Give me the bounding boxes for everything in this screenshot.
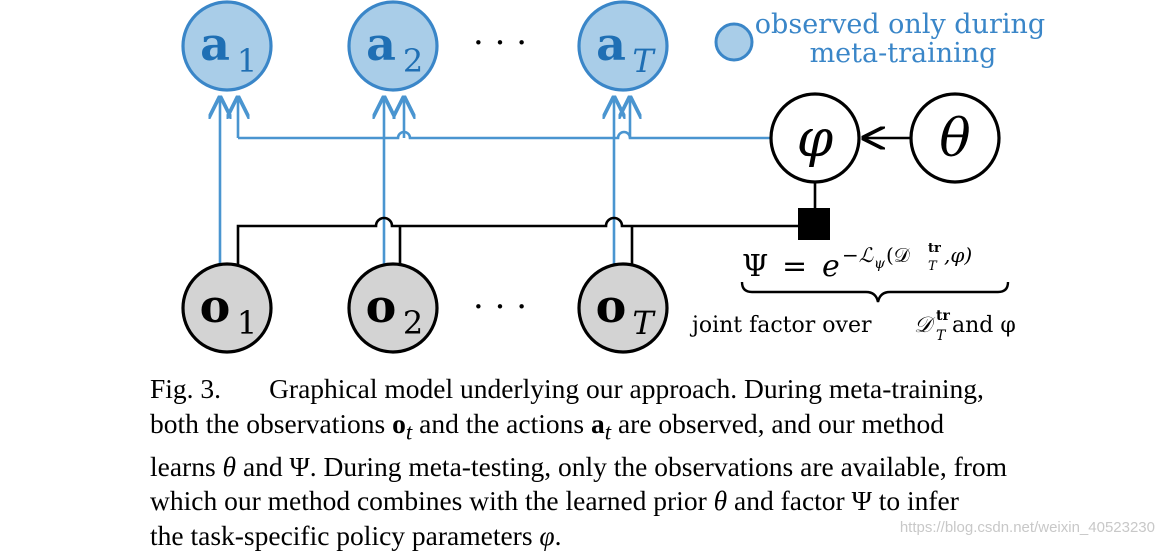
factor-eq-exponent: −ℒ	[842, 243, 874, 267]
node-a2: a 2	[349, 2, 437, 90]
factor-bus	[238, 182, 815, 264]
caption-line1-text: Graphical model underlying our approach.…	[269, 373, 984, 404]
legend-line1: observed only during	[755, 9, 1045, 40]
node-theta: θ	[911, 94, 999, 182]
factor-node	[798, 208, 830, 240]
legend-observed-swatch	[716, 24, 752, 60]
caption-line5-a: the task-specific policy parameters	[150, 520, 539, 551]
factor-eq-equals: =	[782, 249, 807, 284]
factor-note-suffix: and φ	[952, 313, 1016, 338]
node-o2: o 2	[349, 264, 437, 352]
node-aT-sub: T	[632, 42, 656, 80]
caption-line2-a: both the observations	[150, 408, 392, 439]
observation-ellipsis: · · ·	[473, 287, 527, 327]
caption-phi: φ	[539, 520, 554, 551]
graphical-model-diagram: a 1 a 2 a T · · · observed only during m…	[0, 0, 1163, 370]
caption-line3-a: learns	[150, 451, 223, 482]
node-o2-symbol: o	[366, 279, 397, 333]
node-oT: o T	[579, 264, 667, 352]
factor-note-d: 𝒟	[914, 313, 936, 338]
legend-line2: meta-training	[810, 38, 997, 69]
caption-theta-1: θ	[223, 451, 237, 482]
underbrace	[742, 282, 1008, 302]
factor-eq-lhs: Ψ	[742, 249, 768, 284]
phi-to-action-edges	[238, 98, 772, 138]
node-aT-symbol: a	[596, 17, 626, 71]
factor-eq-sub2: T	[928, 259, 938, 274]
caption-line-2: both the observations ot and the actions…	[150, 407, 1122, 450]
factor-eq-base: e	[822, 249, 840, 284]
node-o1: o 1	[183, 264, 271, 352]
caption-line5-b: .	[555, 520, 562, 551]
observation-nodes: o 1 o 2 o T · · ·	[183, 264, 667, 352]
watermark-url: https://blog.csdn.net/weixin_40523230	[900, 519, 1155, 536]
caption-o-symbol: o	[392, 408, 406, 439]
node-aT: a T	[579, 2, 667, 90]
node-a2-symbol: a	[366, 17, 396, 71]
caption-line-3: learns θ and Ψ. During meta-testing, onl…	[150, 450, 1122, 485]
caption-line3-b: and Ψ. During meta-testing, only the obs…	[236, 451, 1007, 482]
node-a1-sub: 1	[237, 42, 257, 80]
factor-bus-line	[238, 218, 806, 264]
node-a1: a 1	[183, 2, 271, 90]
obs-to-action-edges	[220, 98, 614, 264]
node-o1-symbol: o	[200, 279, 231, 333]
legend: observed only during meta-training	[716, 9, 1045, 69]
caption-line4-a: which our method combines with the learn…	[150, 485, 714, 516]
factor-eq-args: (𝒟	[886, 243, 910, 267]
caption-theta-2: θ	[714, 485, 728, 516]
factor-note-sup: tr	[936, 308, 950, 324]
factor-note: joint factor over 𝒟 tr T and φ	[689, 308, 1016, 344]
node-phi-symbol: φ	[797, 109, 834, 169]
factor-note-sub: T	[936, 328, 947, 344]
factor-equation: Ψ = e −ℒ ψ (𝒟 tr T ,φ)	[742, 241, 972, 284]
edge-phi-bus	[238, 132, 772, 138]
action-nodes: a 1 a 2 a T · · ·	[183, 2, 667, 90]
node-theta-symbol: θ	[939, 109, 970, 169]
node-oT-symbol: o	[596, 279, 627, 333]
caption-line4-b: and factor Ψ to infer	[727, 485, 959, 516]
caption-line2-b: and the actions	[412, 408, 591, 439]
caption-line-4: which our method combines with the learn…	[150, 484, 1122, 519]
node-o1-sub: 1	[237, 304, 257, 342]
node-o2-sub: 2	[403, 304, 423, 342]
factor-note-prefix: joint factor over	[689, 313, 872, 338]
action-ellipsis: · · ·	[473, 23, 527, 63]
factor-eq-exp-sub: ψ	[874, 256, 886, 272]
node-a2-sub: 2	[403, 42, 423, 80]
caption-label: Fig. 3.	[150, 373, 221, 404]
node-phi: φ	[771, 94, 859, 182]
node-oT-sub: T	[632, 304, 656, 342]
factor-eq-tail: ,φ)	[944, 243, 972, 267]
caption-line-1: Fig. 3. Graphical model underlying our ap…	[150, 372, 1122, 407]
caption-line2-c: are observed, and our method	[611, 408, 944, 439]
caption-a-symbol: a	[591, 408, 605, 439]
node-a1-symbol: a	[200, 17, 230, 71]
factor-eq-sup: tr	[928, 241, 941, 256]
